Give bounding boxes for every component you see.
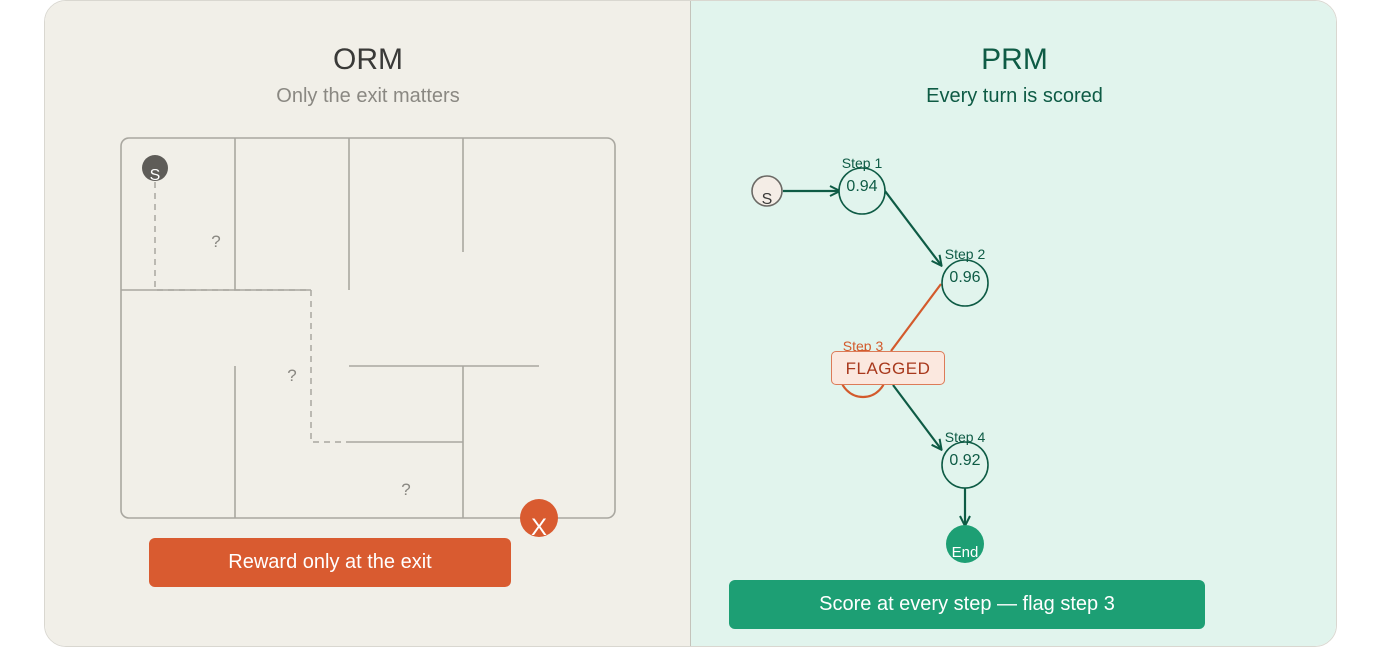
maze-start-label: S <box>150 167 161 184</box>
step4-score: 0.92 <box>949 452 980 469</box>
orm-panel: ORM Only the exit matters ? ? ? <box>45 1 691 646</box>
orm-reward-button[interactable]: Reward only at the exit <box>149 538 511 587</box>
edge-step2-step3 <box>890 283 942 352</box>
prm-step-diagram: S Step 1 0.94 Step 2 0.96 Step 3 Step 4 … <box>751 155 989 563</box>
prm-end-node <box>946 525 984 563</box>
prm-panel: PRM Every turn is scored <box>691 1 1336 646</box>
edge-step3-step4 <box>892 384 941 449</box>
flagged-badge: FLAGGED <box>831 351 945 385</box>
step2-node <box>941 259 989 307</box>
maze-path <box>154 171 349 443</box>
prm-end-label: End <box>952 544 979 561</box>
orm-subtitle: Only the exit matters <box>276 85 460 107</box>
maze-border <box>120 137 616 519</box>
panel-divider <box>690 1 691 646</box>
prm-score-button[interactable]: Score at every step — flag step 3 <box>729 580 1205 629</box>
unknown-mark: ? <box>287 366 296 385</box>
edge-step1-step2 <box>884 190 941 265</box>
step3-label: Step 3 <box>843 338 884 354</box>
step2-label: Step 2 <box>945 246 986 262</box>
step1-node <box>838 167 886 215</box>
unknown-mark: ? <box>401 480 410 499</box>
prm-title: PRM <box>981 43 1048 76</box>
step1-score: 0.94 <box>846 178 877 195</box>
maze-exit-node <box>520 499 558 537</box>
prm-start-node <box>751 175 783 207</box>
orm-title: ORM <box>333 43 403 76</box>
step1-label: Step 1 <box>842 155 883 171</box>
step2-score: 0.96 <box>949 269 980 286</box>
maze-exit-label: X <box>531 514 547 541</box>
step4-node <box>941 441 989 489</box>
step4-label: Step 4 <box>945 429 986 445</box>
prm-start-label: S <box>762 191 773 208</box>
prm-subtitle: Every turn is scored <box>926 85 1103 107</box>
maze-start-node <box>142 155 168 181</box>
unknown-mark: ? <box>211 232 220 251</box>
comparison-card: ORM Only the exit matters ? ? ? <box>44 0 1337 647</box>
maze-diagram: ? ? ? S X <box>120 137 616 541</box>
